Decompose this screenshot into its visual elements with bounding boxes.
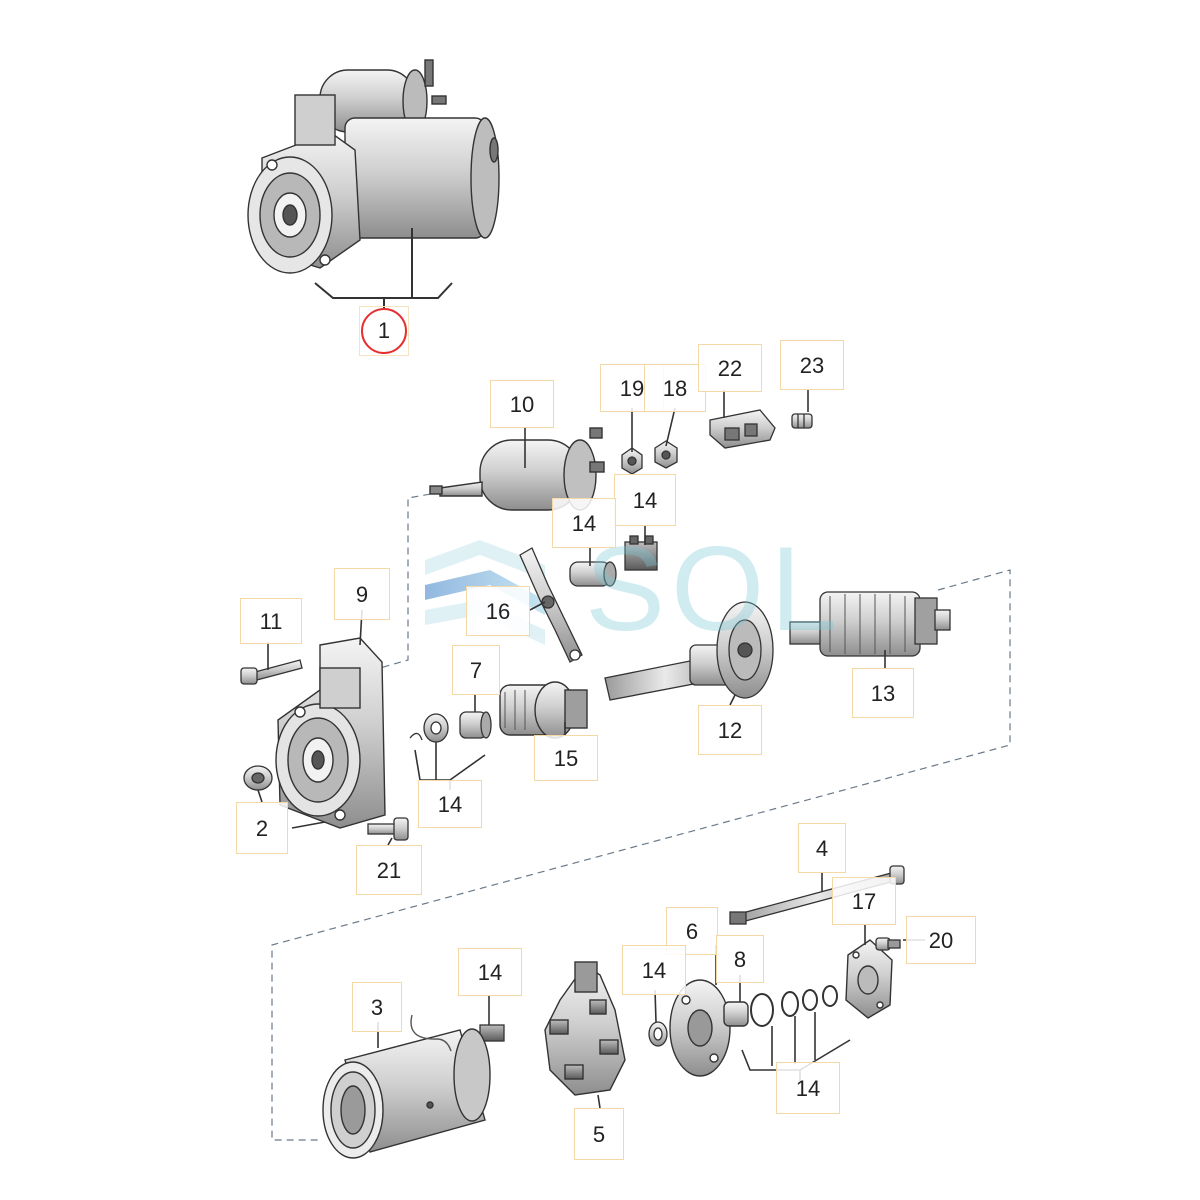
bolt-icon (367, 817, 409, 841)
callout-1-frame (359, 306, 409, 356)
brush-holder-icon (544, 961, 626, 1096)
callout-14-brush: 14 (458, 948, 522, 996)
callout-14-upper-right: 14 (614, 474, 676, 526)
callout-6: 6 (666, 907, 718, 955)
pole-housing-icon (322, 1014, 491, 1159)
callout-15: 15 (534, 735, 598, 781)
callout-22: 22 (698, 344, 762, 392)
leader-lines (257, 390, 925, 1109)
callout-12: 12 (698, 705, 762, 755)
callout-8: 8 (716, 935, 764, 983)
callout-21: 21 (356, 845, 422, 895)
callout-5: 5 (574, 1108, 624, 1160)
callout-11: 11 (240, 598, 302, 644)
callout-9: 9 (334, 568, 390, 620)
callout-17: 17 (832, 877, 896, 925)
small-ring-icon (648, 1021, 668, 1047)
bushing-icon (569, 535, 658, 587)
small-screw-icon (791, 413, 813, 429)
callout-14-upper-left: 14 (552, 498, 616, 548)
commutator-end-bearing-icon (669, 979, 749, 1077)
callout-16: 16 (466, 586, 530, 636)
drive-end-housing-icon (275, 637, 386, 829)
callout-14-bearing: 14 (622, 945, 686, 995)
bracket-14-lower-right (741, 1012, 851, 1082)
callout-23: 23 (780, 340, 844, 390)
callout-20: 20 (906, 916, 976, 964)
callout-18: 18 (644, 364, 706, 412)
pinion-freewheel-icon (499, 681, 588, 739)
solenoid-switch-icon (429, 427, 605, 511)
callout-7: 7 (452, 645, 500, 695)
nut-icon (621, 440, 678, 475)
small-bushing-icon (243, 765, 273, 791)
dashed-leader-lines (271, 491, 1011, 1141)
engaging-lever-icon (519, 547, 583, 663)
callout-14-rings: 14 (776, 1062, 840, 1114)
long-bolt-icon (240, 659, 303, 685)
starter-assembly-icon (247, 59, 500, 274)
callout-1: 1 (361, 308, 407, 354)
callout-13: 13 (852, 668, 914, 718)
callout-14-housing: 14 (418, 780, 482, 828)
callout-2: 2 (236, 802, 288, 854)
watermark-logo-icon (425, 540, 545, 645)
washer-icon (409, 711, 492, 743)
ring-set-icon (750, 985, 838, 1027)
callout-3: 3 (352, 982, 402, 1032)
armature-icon (789, 591, 951, 657)
callout-4: 4 (798, 823, 846, 873)
connector-icon (709, 409, 776, 449)
screw-icon (875, 937, 901, 951)
callout-10: 10 (490, 380, 554, 428)
drive-shaft-icon (604, 601, 774, 701)
watermark-text: SOL (585, 522, 844, 656)
end-cap-icon (845, 939, 893, 1019)
